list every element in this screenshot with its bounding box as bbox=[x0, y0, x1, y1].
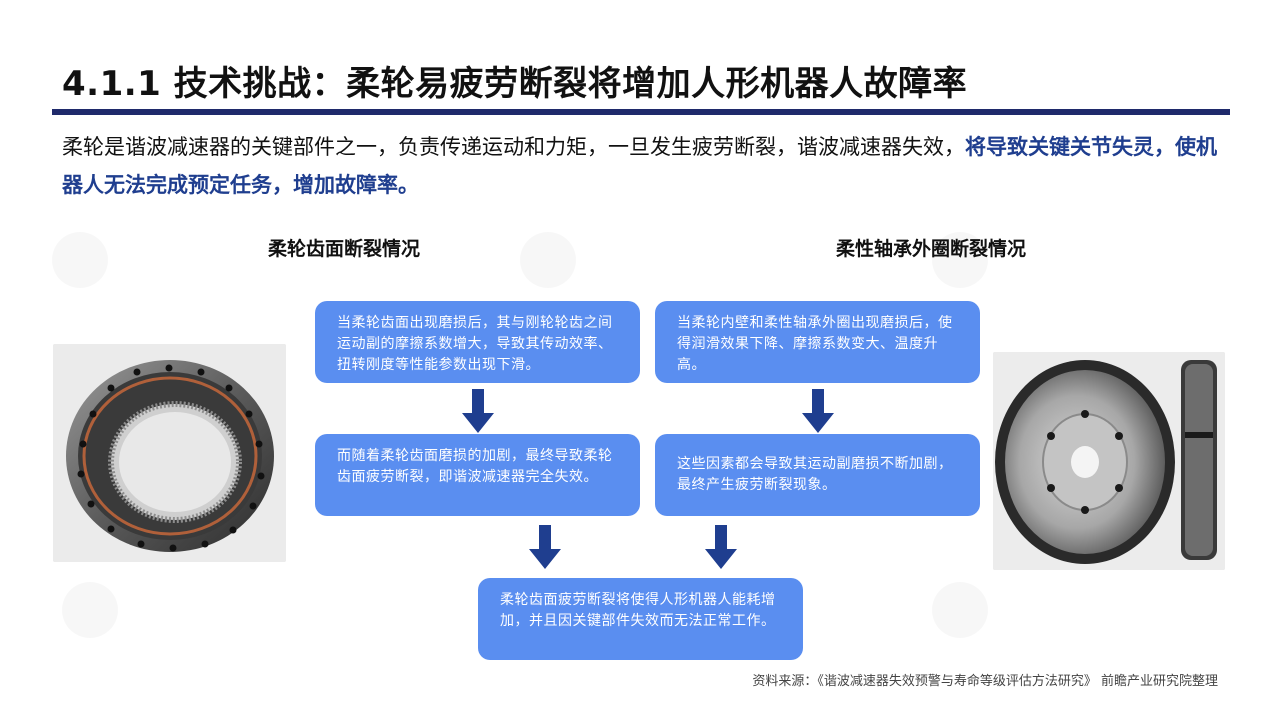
down-arrow-icon bbox=[529, 525, 561, 569]
page-title: 4.1.1 技术挑战：柔轮易疲劳断裂将增加人形机器人故障率 bbox=[62, 64, 968, 104]
right-result-box: 这些因素都会导致其运动副磨损不断加剧，最终产生疲劳断裂现象。 bbox=[655, 434, 980, 516]
watermark-logo bbox=[62, 582, 118, 638]
intro-paragraph: 柔轮是谐波减速器的关键部件之一，负责传递运动和力矩，一旦发生疲劳断裂，谐波减速器… bbox=[62, 128, 1222, 204]
left-result-box: 而随着柔轮齿面磨损的加剧，最终导致柔轮齿面疲劳断裂，即谐波减速器完全失效。 bbox=[315, 434, 640, 516]
flexible-bearing-image bbox=[993, 352, 1225, 570]
flexspline-ring-image bbox=[53, 344, 286, 562]
down-arrow-icon bbox=[462, 389, 494, 433]
right-cause-box: 当柔轮内壁和柔性轴承外圈出现磨损后，使得润滑效果下降、摩擦系数变大、温度升高。 bbox=[655, 301, 980, 383]
intro-text: 柔轮是谐波减速器的关键部件之一，负责传递运动和力矩，一旦发生疲劳断裂，谐波减速器… bbox=[62, 135, 965, 159]
right-section-heading: 柔性轴承外圈断裂情况 bbox=[836, 238, 1027, 260]
source-note: 资料来源：《谐波减速器失效预警与寿命等级评估方法研究》 前瞻产业研究院整理 bbox=[752, 674, 1218, 689]
down-arrow-icon bbox=[802, 389, 834, 433]
conclusion-box: 柔轮齿面疲劳断裂将使得人形机器人能耗增加，并且因关键部件失效而无法正常工作。 bbox=[478, 578, 803, 660]
intro-highlight: 将导致关键关节失灵，使机器人无法完成预定任务，增加故障率。 bbox=[62, 135, 1217, 197]
left-cause-box: 当柔轮齿面出现磨损后，其与刚轮轮齿之间运动副的摩擦系数增大，导致其传动效率、扭转… bbox=[315, 301, 640, 383]
watermark-logo bbox=[932, 582, 988, 638]
title-divider bbox=[52, 109, 1230, 115]
left-section-heading: 柔轮齿面断裂情况 bbox=[268, 238, 421, 260]
watermark-logo bbox=[520, 232, 576, 288]
flexspline-photo bbox=[53, 344, 286, 562]
flexible-bearing-photo bbox=[993, 352, 1225, 570]
watermark-logo bbox=[52, 232, 108, 288]
down-arrow-icon bbox=[705, 525, 737, 569]
